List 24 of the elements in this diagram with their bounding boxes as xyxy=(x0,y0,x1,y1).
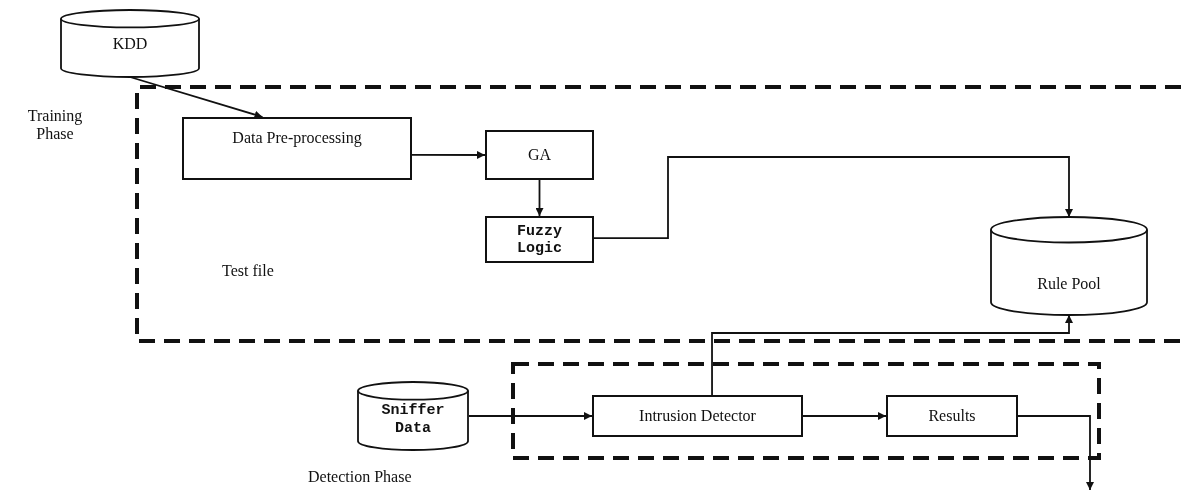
region-label: Test file xyxy=(222,262,274,281)
arrow xyxy=(129,76,264,119)
node-label: GA xyxy=(526,145,553,165)
arrow xyxy=(711,314,1073,396)
node-label: KDD xyxy=(111,34,149,53)
node-label: Rule Pool xyxy=(1036,274,1102,293)
process-box xyxy=(886,395,1018,437)
node-label: Sniffer Data xyxy=(381,402,445,437)
node-label: Intrusion Detector xyxy=(638,406,757,426)
node-label: Data Pre-processing xyxy=(231,129,363,148)
process-box xyxy=(485,130,594,180)
node-label: Fuzzy Logic xyxy=(516,222,563,257)
node-label: Results xyxy=(927,406,977,426)
arrow xyxy=(802,412,887,420)
arrow xyxy=(593,156,1073,239)
arrow xyxy=(1017,415,1094,491)
arrow xyxy=(411,151,486,159)
arrow xyxy=(535,179,544,217)
region-label: Detection Phase xyxy=(308,468,412,487)
node-label: Training Phase xyxy=(26,107,84,144)
process-box xyxy=(485,216,594,263)
process-box xyxy=(182,117,412,180)
process-box xyxy=(592,395,803,437)
arrow xyxy=(468,412,593,420)
